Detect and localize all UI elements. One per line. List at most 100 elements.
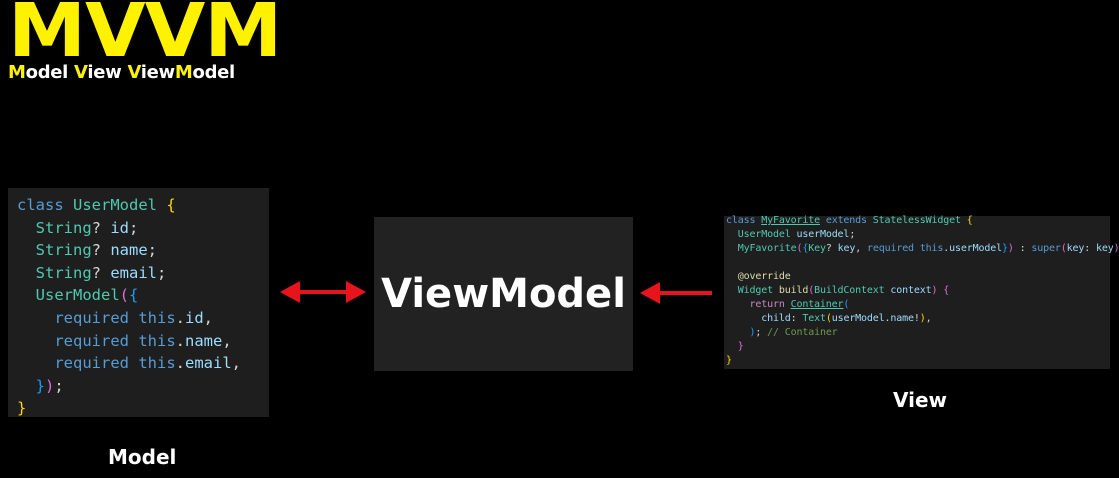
code-line: Widget build(BuildContext context) {: [726, 284, 1119, 298]
left-arrow-icon: [640, 282, 712, 304]
code-token: }: [737, 341, 744, 352]
code-line: });: [17, 375, 241, 398]
code-token: ;: [849, 229, 856, 240]
code-token: @override: [737, 271, 791, 282]
code-token: .: [175, 354, 185, 373]
code-token: email: [185, 354, 232, 373]
code-token: String: [35, 218, 92, 237]
code-token: required: [866, 243, 920, 254]
code-line: }: [17, 397, 241, 420]
code-token: {: [966, 215, 973, 226]
code-line: String? name;: [17, 239, 241, 262]
code-token: .: [175, 331, 185, 350]
code-token: UserModel: [35, 286, 120, 305]
code-token: UserModel: [73, 196, 167, 214]
code-token: Text: [802, 313, 826, 324]
code-token: !: [913, 313, 920, 324]
code-token: String: [35, 263, 92, 282]
code-line: ); // Container: [726, 326, 1119, 340]
code-token: ;: [755, 327, 768, 338]
code-token: MyFavorite: [761, 215, 820, 226]
code-token: (: [843, 299, 850, 310]
code-token: email: [110, 263, 158, 282]
code-token: (: [808, 285, 815, 296]
code-token: userModel: [831, 313, 885, 324]
code-token: key: [1096, 243, 1114, 254]
view-caption: View: [893, 388, 948, 412]
code-line: UserModel({: [17, 284, 241, 307]
model-caption: Model: [108, 445, 177, 469]
code-token: Widget: [737, 285, 779, 296]
code-token: this: [138, 331, 176, 350]
viewmodel-label: ViewModel: [381, 271, 626, 317]
code-token: (: [119, 286, 130, 305]
code-token: required: [54, 331, 139, 350]
code-token: key: [837, 243, 856, 254]
code-token: key: [1066, 243, 1085, 254]
code-line: class UserModel {: [17, 194, 241, 217]
code-token: ): [931, 285, 938, 296]
subtitle-part: M: [174, 62, 193, 83]
code-token: userModel: [796, 229, 850, 240]
viewmodel-box: ViewModel: [374, 217, 633, 371]
code-line: String? email;: [17, 262, 241, 285]
model-code-panel: class UserModel { String? id; String? na…: [8, 188, 269, 417]
code-token: }: [35, 376, 46, 395]
code-token: name: [890, 313, 914, 324]
code-token: name: [110, 241, 148, 260]
code-line: UserModel userModel;: [726, 228, 1119, 242]
code-token: }: [17, 399, 27, 418]
code-token: MyFavorite: [737, 243, 797, 254]
view-code-block: class MyFavorite extends StatelessWidget…: [726, 214, 1119, 368]
code-token: this: [919, 243, 944, 254]
code-token: ,: [855, 243, 867, 254]
code-line: child: Text(userModel.name!),: [726, 312, 1119, 326]
code-token: this: [138, 308, 176, 327]
code-token: :: [1013, 243, 1032, 254]
code-line: required this.name,: [17, 330, 241, 353]
code-line: required this.email,: [17, 352, 241, 375]
code-token: .: [884, 313, 891, 324]
code-token: ): [45, 376, 55, 395]
code-token: ): [749, 327, 756, 338]
code-token: UserModel: [737, 229, 797, 240]
code-token: // Container: [767, 327, 838, 338]
code-line: return Container(: [726, 298, 1119, 312]
code-line: }: [726, 340, 1119, 354]
code-token: {: [943, 285, 950, 296]
code-token: {: [802, 243, 809, 254]
code-token: {: [166, 196, 176, 214]
code-line: required this.id,: [17, 307, 241, 330]
code-token: ,: [231, 354, 242, 373]
subtitle-part: odel: [25, 62, 75, 83]
code-line: class MyFavorite extends StatelessWidget…: [726, 214, 1119, 228]
code-token: context: [890, 285, 932, 296]
page-title: MVVM: [8, 0, 282, 74]
model-code-block: class UserModel { String? id; String? na…: [17, 194, 241, 420]
code-token: ,: [203, 308, 214, 327]
view-code-panel: class MyFavorite extends StatelessWidget…: [724, 215, 1119, 369]
code-token: StatelessWidget: [872, 215, 967, 226]
code-token: }: [726, 355, 732, 366]
code-token: ;: [129, 218, 139, 237]
code-token: :: [790, 313, 803, 324]
double-headed-arrow-icon: [280, 281, 366, 303]
code-line: MyFavorite({Key? key, required this.user…: [726, 242, 1119, 256]
code-token: class: [17, 196, 73, 214]
code-token: ?: [825, 243, 838, 254]
code-line: String? id;: [17, 217, 241, 240]
code-token: required: [54, 308, 139, 327]
code-token: .: [943, 243, 950, 254]
code-line: @override: [726, 270, 1119, 284]
subtitle-part: iew: [87, 62, 128, 83]
code-token: {: [129, 286, 139, 305]
code-token: ?: [91, 241, 111, 260]
code-token: build: [778, 285, 809, 296]
code-token: userModel: [949, 243, 1003, 254]
code-token: ?: [91, 218, 111, 237]
code-token: :: [1084, 243, 1096, 254]
code-token: ;: [147, 241, 158, 260]
code-token: (: [796, 243, 803, 254]
code-token: (: [1060, 243, 1067, 254]
